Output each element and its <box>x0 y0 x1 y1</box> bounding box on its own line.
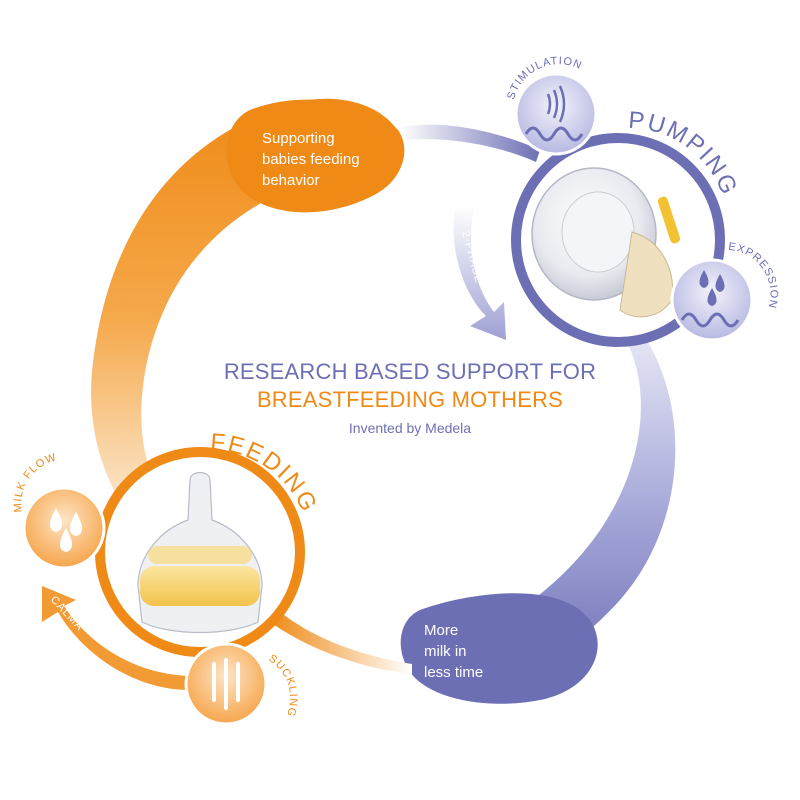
orange-bubble-line: behavior <box>262 172 320 189</box>
breast-pump-image <box>531 167 681 318</box>
suckling-circle <box>184 642 268 726</box>
suckling-bars-icon <box>212 658 240 710</box>
orange-swoosh <box>91 98 403 494</box>
orange-bubble-text: Supporting babies feeding behavior <box>262 128 360 191</box>
orange-bubble-line: babies feeding <box>262 151 360 168</box>
purple-bubble-line: less time <box>424 664 484 681</box>
milk-flow-circle <box>22 486 106 570</box>
water-drops-icon <box>50 508 82 552</box>
water-drops-icon <box>699 270 725 306</box>
orange-bottom-arc <box>270 612 412 674</box>
purple-bubble-shape <box>400 593 598 704</box>
center-headline: RESEARCH BASED SUPPORT FOR BREASTFEEDING… <box>160 358 660 436</box>
purple-bubble-text: More milk in less time <box>424 620 483 683</box>
wave-icon <box>680 312 740 328</box>
calma-teat-image <box>137 471 263 634</box>
stimulation-circle <box>514 72 598 156</box>
two-phase-arrow <box>453 206 506 340</box>
headline-line-1: RESEARCH BASED SUPPORT FOR <box>223 359 597 384</box>
orange-bubble-line: Supporting <box>262 130 335 147</box>
headline-line-2: BREASTFEEDING MOTHERS <box>256 387 564 412</box>
purple-bubble-line: More <box>424 622 459 639</box>
expression-circle <box>670 258 754 342</box>
wave-icon <box>524 126 584 142</box>
sound-waves-icon <box>546 85 566 123</box>
headline-subtitle: Invented by Medela <box>348 420 472 436</box>
suckling-label: SUCKLING <box>266 652 299 718</box>
calma-arrow <box>42 586 190 690</box>
purple-bubble-line: milk in <box>424 643 467 660</box>
purple-swoosh <box>430 330 676 690</box>
purple-top-arc <box>400 124 540 162</box>
orange-bubble-shape <box>226 99 405 213</box>
